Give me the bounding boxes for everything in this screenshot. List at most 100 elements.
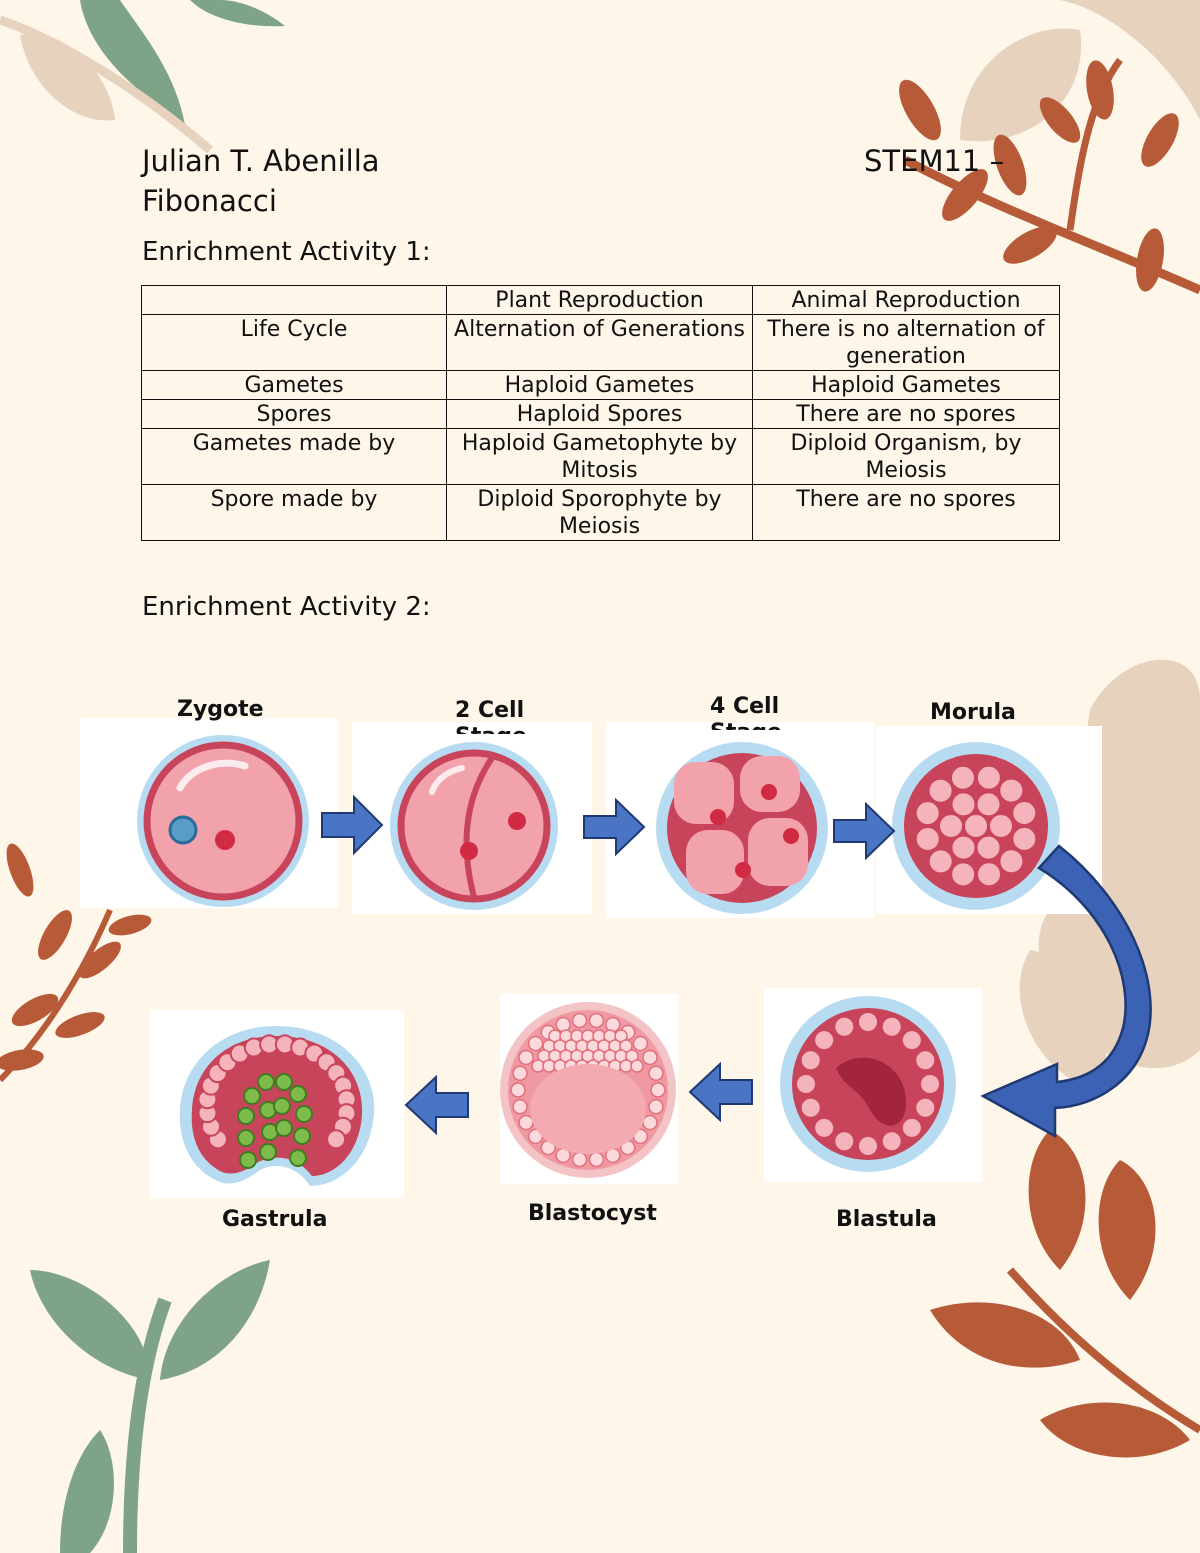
blastula-cell [900,1116,923,1139]
morula-cell [975,764,1002,791]
morula-cell [927,848,954,875]
four-cell-stage-label: 4 Cell Stage [710,694,782,730]
gastrula-endoderm-cell [237,1129,255,1147]
table-cell: Spore made by [141,484,447,541]
morula-cell [914,800,941,827]
reproduction-comparison-table: Plant Reproduction Animal Reproduction L… [141,285,1060,541]
morula-cell [975,791,1002,818]
table-cell: Haploid Spores [446,399,753,429]
morula-cell [1011,825,1038,852]
activity1-title: Enrichment Activity 1: [142,237,431,267]
blastocyst-cell [542,1059,556,1073]
blastocyst-cell [605,1016,621,1033]
leaf-top-left-icon [0,0,285,154]
blastula-cell [919,1073,941,1095]
table-cell: Haploid Gametes [752,370,1060,400]
gastrula-endoderm-cell [289,1149,307,1167]
blastocyst-label: Blastocyst [528,1201,657,1226]
morula-cell [949,764,976,791]
gastrula-endoderm-cell [293,1127,311,1145]
morula-cell [914,826,941,853]
table-cell: Alternation of Generations [446,314,753,371]
blastocyst-cell [648,1065,664,1081]
gastrula-endoderm-cell [275,1073,293,1091]
four-cell-stage-image [606,722,874,918]
table-cell: Haploid Gametophyte by Mitosis [446,428,753,485]
gastrula-endoderm-cell [239,1151,257,1169]
curved-arrow-icon [980,844,1152,1139]
table-cell: Gametes [141,370,447,400]
morula-cell [998,777,1025,804]
morula-cell [963,813,989,839]
table-cell: Gametes made by [141,428,447,485]
table-row: Spore made by Diploid Sporophyte by Meio… [141,484,1060,541]
morula-cell [950,834,977,861]
blastula-cell [833,1015,856,1038]
arrow-right-icon [321,795,384,855]
gastrula-endoderm-cell [257,1073,275,1091]
section-name: STEM11 – [864,144,1005,178]
blastula-cell [914,1049,937,1072]
leaf-top-right-icon [899,0,1200,295]
blastula-label: Blastula [836,1207,937,1232]
blastula-cell [900,1029,923,1052]
table-header-cell: Animal Reproduction [752,285,1060,315]
table-row: Gametes made by Haploid Gametophyte by M… [141,428,1060,485]
blastocyst-cell [527,1035,544,1052]
leaf-left-middle-icon [0,843,152,1083]
blastocyst-cell [571,1151,588,1168]
blastocyst-cell [630,1059,644,1073]
activity2-title: Enrichment Activity 2: [142,592,431,622]
table-header-row: Plant Reproduction Animal Reproduction [141,285,1060,315]
gastrula-endoderm-cell [243,1087,261,1105]
blastocyst-cell [632,1035,649,1052]
blastocyst-cell [571,1012,588,1029]
morula-cell [998,848,1025,875]
blastula-cell [799,1096,822,1119]
morula-cell [988,813,1014,839]
morula-cell [938,813,964,839]
table-cell: There are no spores [752,484,1060,541]
blastocyst-cell [642,1114,658,1131]
gastrula-endoderm-cell [259,1143,277,1161]
zygote-image [80,718,338,908]
table-cell: Life Cycle [141,314,447,371]
blastocyst-cell [531,1059,545,1073]
blastocyst-image [500,994,678,1184]
blastocyst-cell [518,1114,534,1131]
morula-cell [927,777,954,804]
leaf-bottom-left-icon [30,1260,270,1553]
blastula-cell [799,1049,822,1072]
student-name: Julian T. Abenilla [142,144,380,178]
gastrula-ectoderm-cell [326,1129,347,1150]
arrow-left-icon [404,1075,469,1135]
blastula-cell [813,1116,836,1139]
blastula-cell [795,1073,817,1095]
nucleus-icon [168,815,198,845]
blastocyst-cell [648,1099,664,1115]
blastocyst-cell [588,1012,605,1029]
morula-cell [976,861,1003,888]
arrow-right-icon [833,802,896,860]
blastocyst-cell [512,1099,528,1115]
leaf-bottom-right-icon [930,1130,1200,1458]
cell-icon [143,741,303,901]
two-cell-stage-label: 2 Cell Stage [455,698,527,734]
blastocyst-cell [555,1016,571,1033]
gastrula-label: Gastrula [222,1207,328,1232]
morula-label: Morula [930,700,1016,725]
gastrula-image [150,1010,404,1198]
table-row: Life Cycle Alternation of Generations Th… [141,314,1060,371]
nucleus-icon [215,830,235,850]
gastrula-endoderm-cell [289,1085,307,1103]
morula-cell [1011,799,1038,826]
blastocyst-cell [619,1059,633,1073]
blastula-cell [880,1015,903,1038]
blastula-image [764,988,982,1182]
morula-cell [950,861,977,888]
blastocyst-cell [642,1049,658,1066]
blastula-cell [857,1135,879,1157]
table-cell: Haploid Gametes [446,370,753,400]
two-cell-stage-image [352,722,592,914]
